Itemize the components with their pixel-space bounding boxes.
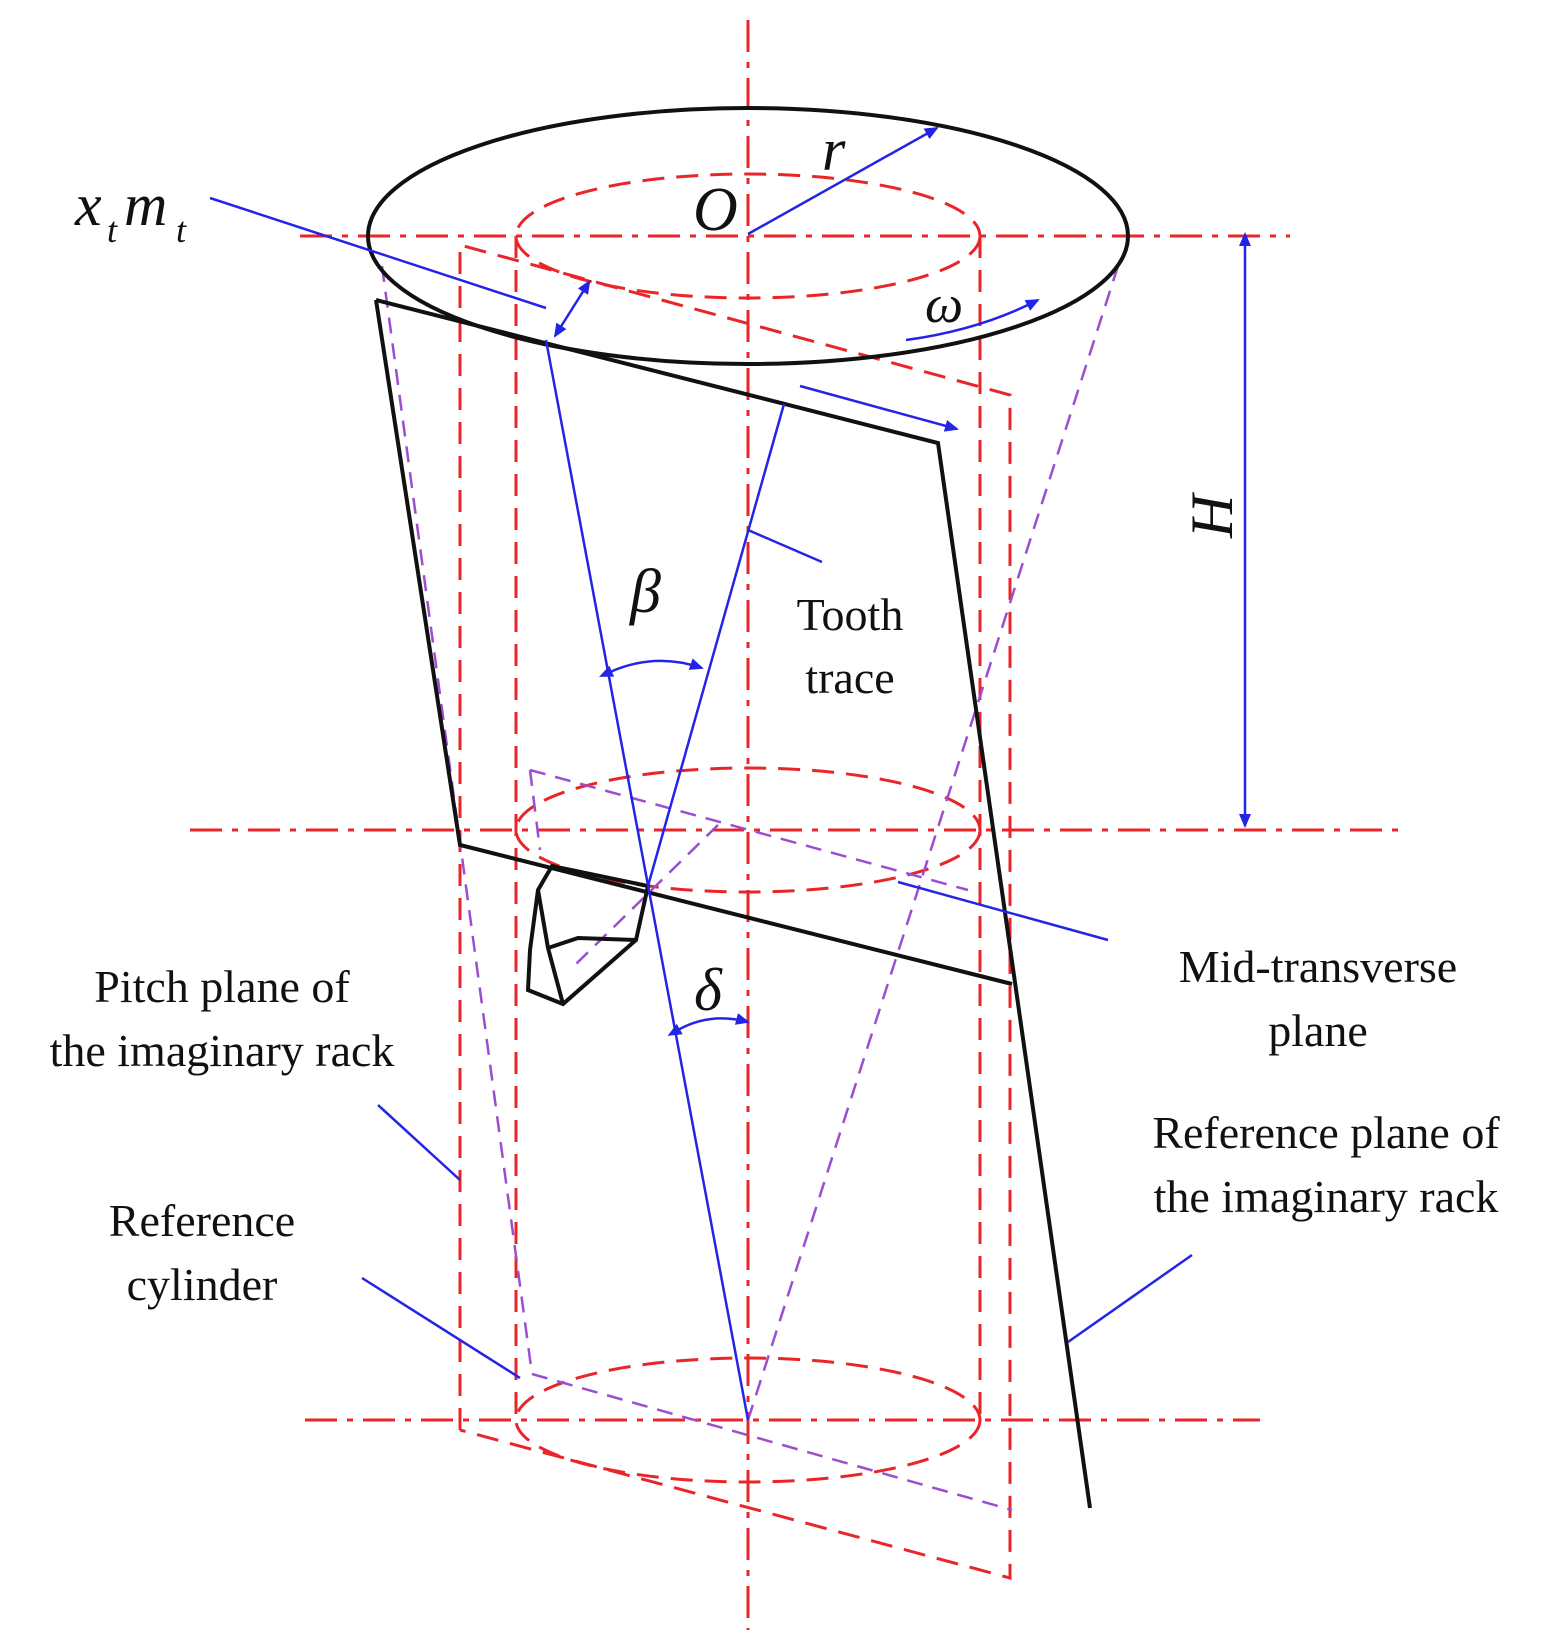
label-reference-plane-line2: the imaginary rack — [1154, 1171, 1499, 1222]
hidden-edges — [380, 265, 1120, 1512]
reference-cylinder-outline — [514, 172, 982, 1484]
reference-plane-left-bottom — [374, 299, 1013, 986]
symbol-height: H — [1179, 491, 1245, 539]
solid-outlines — [366, 106, 1130, 1509]
tooth-trace-line-right — [646, 403, 786, 887]
hidden-edge-mid-2 — [574, 824, 719, 966]
labels: Tooth trace Mid-transverse plane Pitch p… — [50, 589, 1501, 1310]
symbol-delta: δ — [694, 957, 723, 1023]
symbol-x: x — [74, 172, 102, 238]
label-pitch-plane-line2: the imaginary rack — [50, 1025, 395, 1076]
symbol-radius: r — [822, 117, 846, 183]
symbol-x-subscript: t — [107, 210, 118, 250]
tooth-trace-line-left — [544, 339, 750, 1421]
label-mid-transverse-line1: Mid-transverse — [1179, 941, 1457, 992]
omega-rotation-arrow — [905, 298, 1040, 342]
radius-arrow — [747, 126, 939, 236]
gear-blank-ellipse — [366, 106, 1130, 366]
reference-plane-leader — [1067, 1253, 1193, 1344]
label-reference-plane-line1: Reference plane of — [1152, 1107, 1500, 1158]
rack-tooth-outline — [525, 863, 651, 1007]
label-tooth-trace-line1: Tooth — [797, 589, 904, 640]
hidden-edge-bottom — [531, 1372, 1013, 1512]
rack-tooth-inner-2 — [547, 935, 637, 950]
beta-angle-arrow — [599, 658, 704, 677]
hidden-edge-right — [746, 265, 1120, 1421]
symbol-center-O: O — [693, 176, 738, 244]
pitch-plane-edges — [458, 243, 1012, 1580]
symbol-m: m — [124, 172, 167, 238]
label-reference-cylinder-line1: Reference — [109, 1195, 295, 1246]
symbol-beta: β — [629, 558, 661, 626]
symbol-omega: ω — [925, 274, 963, 334]
delta-angle-arrow — [667, 1013, 750, 1036]
cylinder-bottom-ellipse — [514, 1356, 982, 1484]
centerlines — [190, 20, 1400, 1630]
symbols: x t m t O r ω H β δ — [74, 117, 1245, 1023]
hidden-edge-mid-3 — [528, 769, 542, 851]
label-tooth-trace-line2: trace — [805, 652, 894, 703]
label-pitch-plane-line1: Pitch plane of — [94, 961, 350, 1012]
annotations — [209, 126, 1251, 1421]
label-reference-cylinder-line2: cylinder — [127, 1259, 278, 1310]
reference-cylinder-leader — [361, 1276, 521, 1380]
tooth-trace-leader — [747, 528, 823, 564]
pitch-plane-leader — [377, 1104, 461, 1181]
pitch-plane-outline — [458, 243, 1012, 1580]
plane-motion-arrow — [799, 384, 959, 432]
mid-transverse-leader — [897, 880, 1109, 942]
reference-plane-top-right — [375, 298, 1092, 1509]
symbol-m-subscript: t — [176, 210, 187, 250]
label-mid-transverse-line2: plane — [1268, 1005, 1368, 1056]
xtmt-leader — [209, 196, 547, 310]
hidden-edge-mid-1 — [529, 768, 969, 892]
xtmt-dimension-arrow — [553, 279, 591, 338]
